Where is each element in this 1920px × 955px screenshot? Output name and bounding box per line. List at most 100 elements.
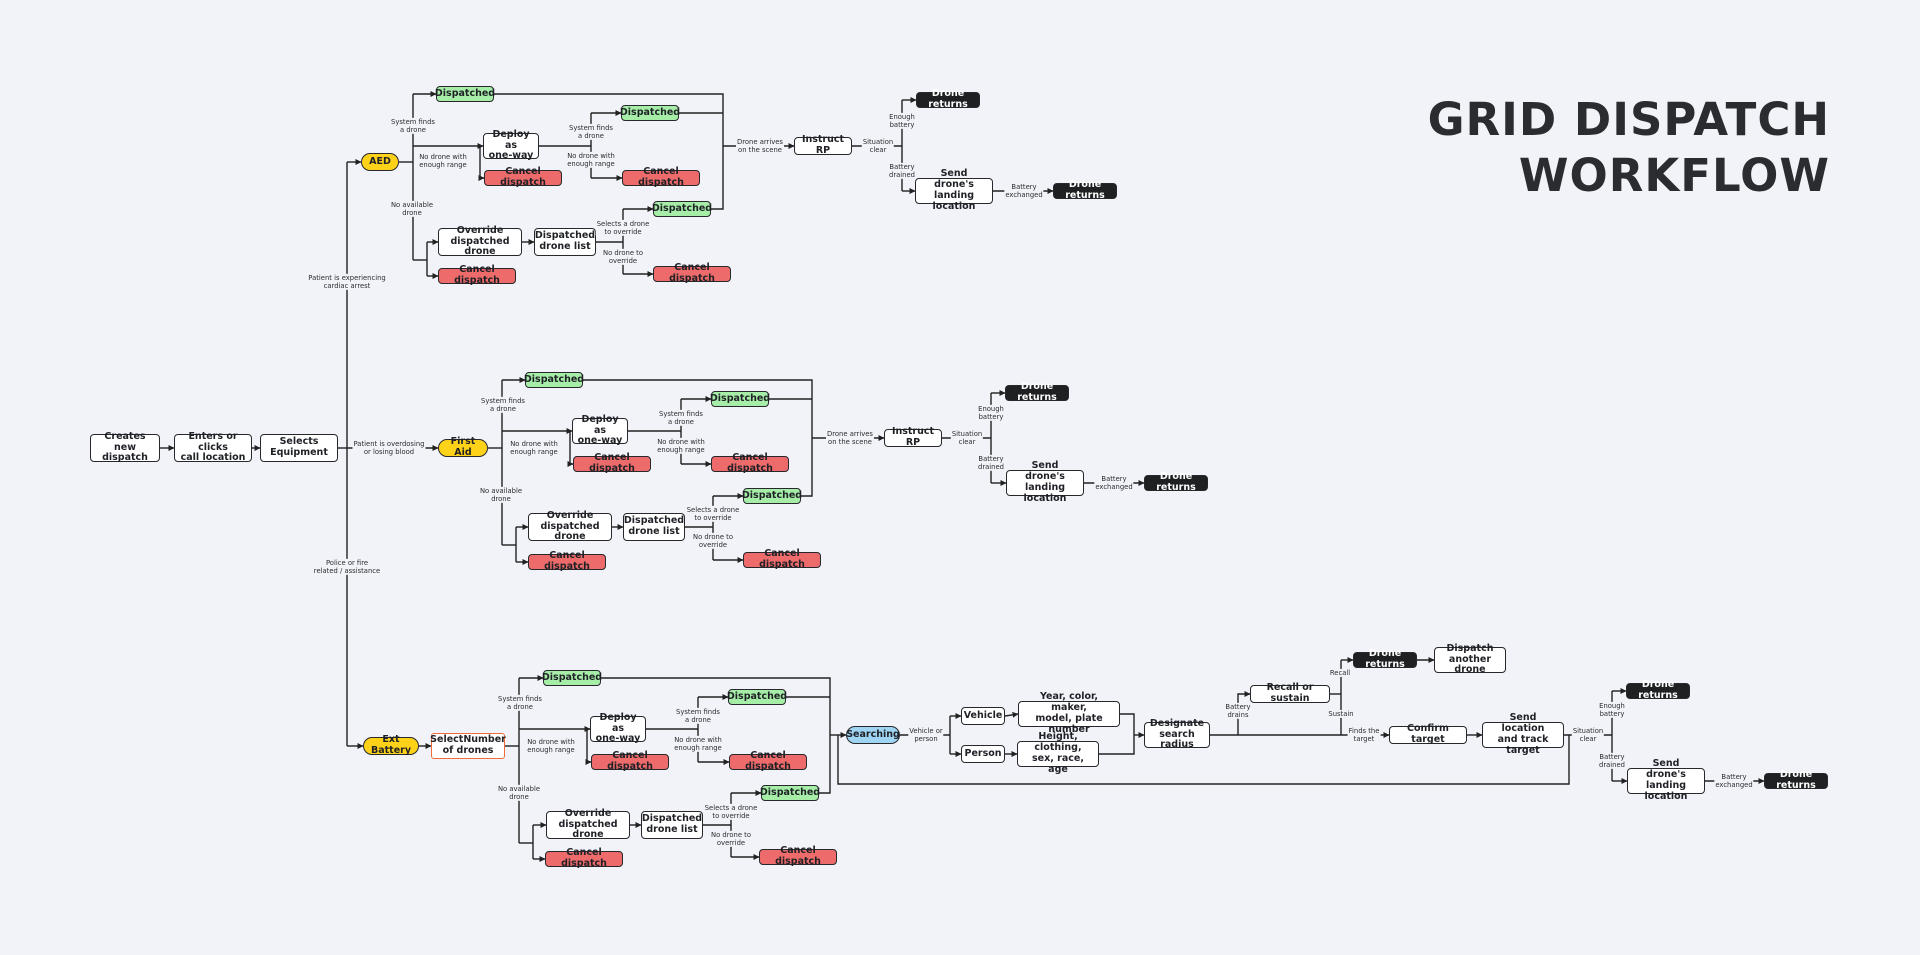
- label-eb-battery-exchanged: Battery exchanged: [1714, 772, 1754, 790]
- node-eb-dispatched-3: Dispatched: [760, 785, 820, 801]
- node-eb-drone-returns-recall: Drone returns: [1353, 648, 1417, 670]
- node-recall-or-sustain: Recall or sustain: [1250, 682, 1330, 704]
- node-dispatch-another-drone: Dispatch another drone: [1434, 643, 1506, 675]
- label-eb-battery-drained: Battery drained: [1598, 752, 1626, 770]
- node-aed-deploy-one-way: Deploy as one-way: [483, 129, 539, 161]
- node-search-radius: Designate search radius: [1144, 718, 1210, 750]
- node-vehicle: Vehicle: [961, 707, 1005, 725]
- node-eb-cancel-3: Cancel dispatch: [545, 847, 623, 869]
- node-fa-cancel-2: Cancel dispatch: [711, 452, 789, 474]
- label-eb-no-range-2: No drone with enough range: [673, 735, 723, 753]
- label-fa-system-finds-2: System finds a drone: [658, 409, 704, 427]
- node-aed-override: Override dispatched drone: [438, 225, 522, 257]
- label-aed-battery-drained: Battery drained: [888, 162, 916, 180]
- label-eb-system-finds-2: System finds a drone: [675, 707, 721, 725]
- label-fa-battery-exchanged: Battery exchanged: [1094, 474, 1134, 492]
- label-aed-no-available: No available drone: [389, 200, 435, 218]
- label-fa-no-range: No drone with enough range: [509, 439, 559, 457]
- node-eb-drone-returns-1: Drone returns: [1626, 679, 1690, 701]
- node-fa-dispatched-2: Dispatched: [710, 391, 770, 407]
- node-fa-landing-location: Send drone's landing location: [1006, 460, 1084, 504]
- node-aed-drone-returns-2: Drone returns: [1053, 179, 1117, 201]
- node-first-aid: First Aid: [438, 436, 488, 458]
- node-fa-deploy-one-way: Deploy as one-way: [572, 414, 628, 446]
- label-aed-enough-battery: Enough battery: [888, 112, 916, 130]
- connector: [1004, 711, 1019, 718]
- node-eb-deploy-one-way: Deploy as one-way: [590, 712, 646, 744]
- label-eb-situation-clear: Situation clear: [1571, 726, 1605, 744]
- label-fa-no-range-2: No drone with enough range: [656, 437, 706, 455]
- label-eb-no-range: No drone with enough range: [526, 737, 576, 755]
- node-fa-cancel-1: Cancel dispatch: [573, 452, 651, 474]
- node-aed-landing-location: Send drone's landing location: [915, 168, 993, 212]
- node-creates-new-dispatch: Creates new dispatch: [90, 431, 160, 463]
- node-fa-dispatched-3: Dispatched: [742, 488, 802, 504]
- node-enters-call-location: Enters or clicks call location: [174, 431, 252, 463]
- node-eb-cancel-4: Cancel dispatch: [759, 845, 837, 867]
- node-ext-battery: Ext Battery: [363, 734, 419, 756]
- connector: [819, 735, 831, 794]
- label-fa-no-available: No available drone: [478, 486, 524, 504]
- label-aed-no-override: No drone to override: [602, 248, 644, 266]
- label-aed-battery-exchanged: Battery exchanged: [1004, 182, 1044, 200]
- connector: [494, 93, 724, 146]
- node-fa-override: Override dispatched drone: [528, 510, 612, 542]
- node-eb-dispatched: Dispatched: [542, 670, 602, 686]
- page-title: GRID DISPATCH WORKFLOW: [1428, 92, 1830, 204]
- connector: [601, 677, 831, 735]
- connector: [1237, 691, 1251, 735]
- label-fa-battery-drained: Battery drained: [977, 454, 1005, 472]
- node-aed-cancel-3: Cancel dispatch: [438, 264, 516, 286]
- node-aed-drone-returns-1: Drone returns: [916, 88, 980, 110]
- label-eb-selects-override: Selects a drone to override: [703, 803, 759, 821]
- node-searching: Searching: [846, 726, 900, 744]
- node-eb-landing-location: Send drone's landing location: [1627, 758, 1705, 802]
- node-confirm-target: Confirm target: [1389, 723, 1467, 745]
- node-eb-override: Override dispatched drone: [546, 808, 630, 840]
- connector: [585, 729, 592, 765]
- label-overdosing: Patient is overdosing or losing blood: [352, 439, 426, 457]
- label-aed-no-range: No drone with enough range: [418, 152, 468, 170]
- label-sustain: Sustain: [1327, 709, 1355, 719]
- node-aed-cancel-2: Cancel dispatch: [622, 166, 700, 188]
- label-aed-selects-override: Selects a drone to override: [595, 219, 651, 237]
- node-fa-cancel-4: Cancel dispatch: [743, 548, 821, 570]
- label-battery-drains: Battery drains: [1224, 702, 1252, 720]
- node-eb-drone-list: Dispatched drone list: [641, 811, 703, 839]
- node-eb-cancel-1: Cancel dispatch: [591, 750, 669, 772]
- node-select-number-drones: SelectNumber of drones: [430, 733, 506, 759]
- node-aed-dispatched: Dispatched: [435, 86, 495, 102]
- connector: [711, 146, 724, 210]
- node-fa-drone-returns-2: Drone returns: [1144, 471, 1208, 493]
- label-aed-system-finds: System finds a drone: [390, 117, 436, 135]
- node-fa-instruct-rp: Instruct RP: [884, 426, 942, 448]
- connector: [801, 438, 813, 497]
- label-eb-enough-battery: Enough battery: [1598, 701, 1626, 719]
- label-cardiac-arrest: Patient is experiencing cardiac arrest: [307, 273, 387, 291]
- node-fa-dispatched: Dispatched: [524, 372, 584, 388]
- node-fa-drone-returns-1: Drone returns: [1005, 381, 1069, 403]
- connector: [583, 379, 813, 438]
- label-aed-drone-arrives: Drone arrives on the scene: [736, 137, 784, 155]
- label-police-fire: Police or fire related / assistance: [312, 558, 382, 576]
- connector: [1120, 713, 1135, 735]
- node-aed-cancel-1: Cancel dispatch: [484, 166, 562, 188]
- node-aed: AED: [361, 153, 399, 171]
- label-finds-target: Finds the target: [1347, 726, 1381, 744]
- node-person: Person: [961, 745, 1005, 763]
- node-aed-drone-list: Dispatched drone list: [534, 228, 596, 256]
- node-aed-cancel-4: Cancel dispatch: [653, 262, 731, 284]
- connector: [478, 146, 485, 181]
- connector: [837, 734, 1570, 785]
- label-eb-no-available: No available drone: [496, 784, 542, 802]
- title-line-1: GRID DISPATCH: [1427, 93, 1830, 146]
- label-vehicle-or-person: Vehicle or person: [908, 726, 944, 744]
- node-selects-equipment: Selects Equipment: [260, 434, 338, 462]
- node-eb-drone-returns-2: Drone returns: [1764, 769, 1828, 791]
- node-aed-dispatched-2: Dispatched: [620, 105, 680, 121]
- label-fa-enough-battery: Enough battery: [977, 404, 1005, 422]
- node-fa-drone-list: Dispatched drone list: [623, 513, 685, 541]
- label-aed-no-range-2: No drone with enough range: [566, 151, 616, 169]
- connector: [1099, 735, 1135, 755]
- label-fa-system-finds: System finds a drone: [480, 396, 526, 414]
